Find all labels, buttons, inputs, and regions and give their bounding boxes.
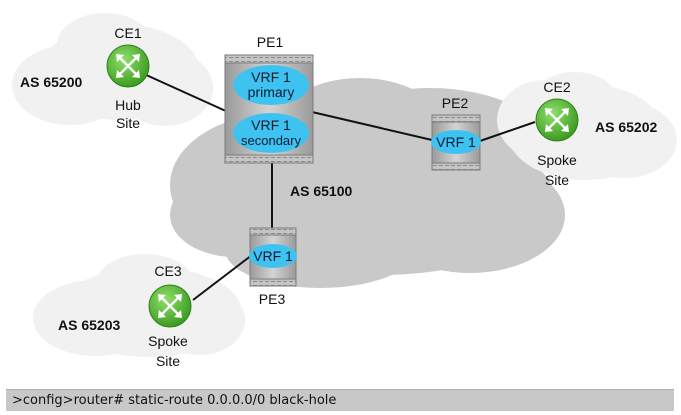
vrf-badge bbox=[431, 130, 481, 154]
router-arrows-icon bbox=[116, 54, 140, 78]
vrf-primary-badge bbox=[233, 65, 309, 105]
ce3-site-line1: Spoke bbox=[148, 333, 188, 349]
vrf-badge bbox=[249, 244, 297, 268]
as-label-core: AS 65100 bbox=[290, 183, 352, 199]
link-pe1-pe2 bbox=[311, 111, 433, 141]
ce1-router[interactable]: CE1 Hub Site bbox=[106, 25, 150, 131]
vrf-secondary-badge bbox=[233, 113, 309, 153]
ce1-label: CE1 bbox=[114, 25, 141, 41]
ce3-label: CE3 bbox=[154, 263, 181, 279]
as-label-ce2: AS 65202 bbox=[595, 119, 657, 135]
ce1-site-line1: Hub bbox=[115, 97, 141, 113]
ce2-label: CE2 bbox=[543, 79, 570, 95]
pe2-router[interactable]: VRF 1 PE2 bbox=[431, 95, 481, 171]
pe3-router[interactable]: VRF 1 PE3 bbox=[249, 227, 297, 307]
pe1-label: PE1 bbox=[257, 34, 284, 50]
ce3-cloud bbox=[33, 254, 245, 357]
router-arrows-icon bbox=[545, 108, 569, 132]
command-bar: >config>router# static-route 0.0.0.0/0 b… bbox=[6, 389, 674, 411]
pe2-vrf: VRF 1 bbox=[436, 134, 476, 150]
pe3-vrf: VRF 1 bbox=[253, 248, 293, 264]
link-pe2-ce2 bbox=[479, 121, 536, 142]
ce1-site-line2: Site bbox=[116, 115, 140, 131]
link-ce1-pe1 bbox=[143, 73, 229, 113]
pe1-vrf-b-line2: secondary bbox=[241, 133, 301, 148]
link-pe3-ce3 bbox=[192, 254, 253, 301]
ce2-site-line2: Site bbox=[545, 172, 569, 188]
pe1-vrf-a-line2: primary bbox=[248, 84, 295, 100]
ce2-router[interactable]: CE2 Spoke Site bbox=[535, 79, 579, 188]
ce3-router[interactable]: CE3 Spoke Site bbox=[148, 263, 192, 369]
as-label-ce3: AS 65203 bbox=[58, 317, 120, 333]
pe1-vrf-a-line1: VRF 1 bbox=[251, 69, 291, 85]
pe1-vrf-b-line1: VRF 1 bbox=[251, 117, 291, 133]
ce3-site-line2: Site bbox=[156, 353, 180, 369]
as-label-ce1: AS 65200 bbox=[20, 74, 82, 90]
pe1-router[interactable]: VRF 1 primary VRF 1 secondary PE1 bbox=[224, 34, 314, 164]
links bbox=[143, 73, 536, 301]
cli-command-text: >config>router# static-route 0.0.0.0/0 b… bbox=[12, 393, 337, 408]
pe2-label: PE2 bbox=[442, 95, 469, 111]
ce2-site-line1: Spoke bbox=[537, 152, 577, 168]
pe3-label: PE3 bbox=[259, 291, 286, 307]
router-arrows-icon bbox=[158, 294, 182, 318]
